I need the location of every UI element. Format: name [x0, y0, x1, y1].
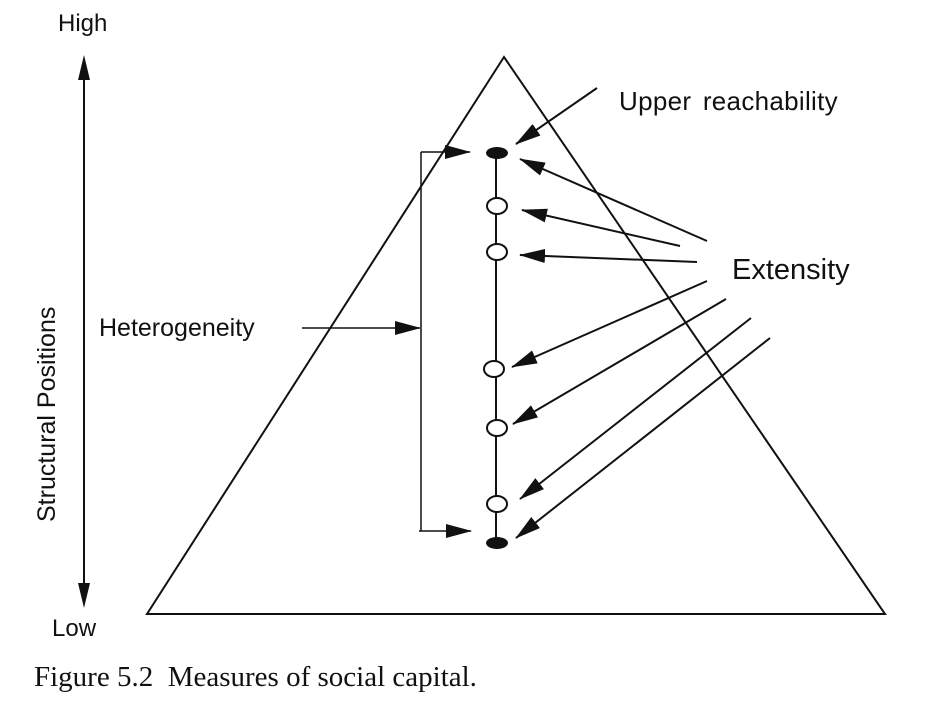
node-hollow	[486, 495, 508, 513]
upper-reachability-arrow	[515, 87, 598, 145]
node-hollow	[483, 360, 505, 378]
node-hollow	[486, 419, 508, 437]
heterogeneity-bracket	[302, 145, 472, 538]
node-top-filled	[486, 147, 508, 159]
heterogeneity-label: Heterogeneity	[99, 314, 255, 342]
axis-down-arrowhead-icon	[78, 583, 90, 608]
axis-title: Structural Positions	[33, 306, 61, 522]
social-structure-pyramid	[145, 55, 887, 615]
node-hollow	[486, 243, 508, 261]
node-hollow	[486, 197, 508, 215]
structural-positions-axis	[78, 55, 90, 608]
node-bottom-filled	[486, 537, 508, 549]
figure-caption: Figure 5.2 Measures of social capital.	[34, 661, 477, 693]
axis-up-arrowhead-icon	[78, 55, 90, 80]
upper-reachability-label: Upper reachability	[619, 86, 838, 116]
axis-high-label: High	[58, 10, 108, 37]
axis-low-label: Low	[52, 615, 97, 642]
extensity-arrows	[511, 158, 771, 539]
network-nodes	[483, 147, 508, 549]
extensity-label: Extensity	[732, 254, 850, 286]
